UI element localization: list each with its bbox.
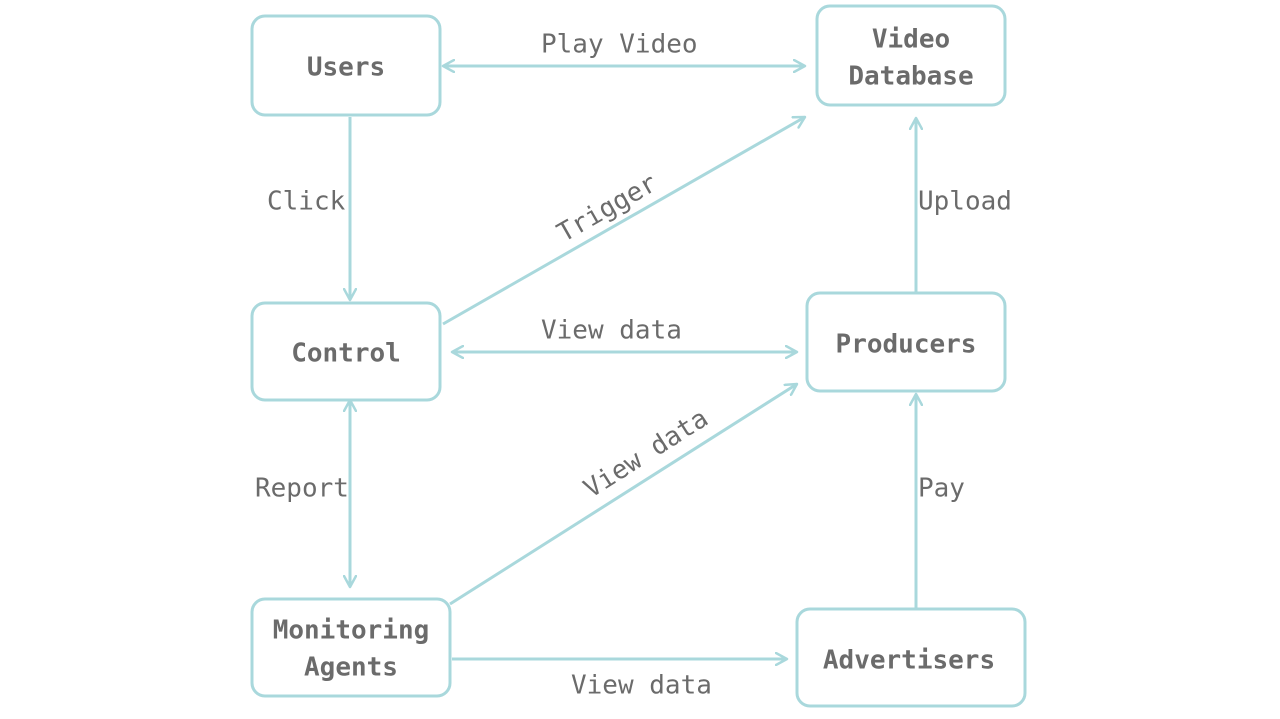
node-users: Users: [250, 14, 442, 117]
edge-pay-label: Pay: [918, 474, 965, 504]
node-users-label: Users: [307, 53, 385, 83]
node-video-database: Video Database: [815, 4, 1007, 107]
node-video-database-box: [815, 4, 1007, 107]
node-users-box: [250, 14, 442, 117]
edge-view-data-monitoring-advertisers-label: View data: [571, 671, 712, 701]
node-video-database-label-line1: Video: [872, 25, 950, 55]
edge-view-data-monitoring-producers-line: [449, 382, 797, 606]
edge-report: Report: [255, 400, 350, 587]
node-monitoring-agents: Monitoring Agents: [250, 597, 452, 698]
edge-view-data-control-producers: View data: [452, 316, 797, 353]
edge-trigger-line: [442, 115, 805, 326]
edge-play-video-label: Play Video: [541, 30, 698, 60]
edge-view-data-monitoring-producers: View data: [449, 382, 797, 606]
edge-upload-label: Upload: [918, 187, 1012, 217]
edge-view-data-monitoring-advertisers: View data: [452, 659, 787, 701]
edge-click-label: Click: [267, 187, 346, 217]
node-advertisers-label: Advertisers: [823, 646, 995, 676]
edge-pay: Pay: [916, 394, 965, 608]
edge-play-video: Play Video: [443, 30, 805, 67]
edge-view-data-monitoring-producers-label: View data: [579, 403, 714, 504]
node-control-box: [250, 301, 442, 402]
node-producers: Producers: [805, 291, 1007, 393]
node-video-database-label-line2: Database: [848, 62, 973, 92]
node-advertisers-box: [795, 607, 1027, 708]
node-control: Control: [250, 301, 442, 402]
edge-report-label: Report: [255, 474, 349, 504]
edge-click: Click: [267, 117, 350, 300]
node-monitoring-agents-label-line2: Agents: [304, 653, 398, 683]
node-monitoring-agents-box: [250, 597, 452, 698]
node-producers-label: Producers: [836, 330, 977, 360]
edge-upload: Upload: [916, 118, 1012, 292]
node-control-label: Control: [291, 339, 401, 369]
edge-view-data-control-producers-label: View data: [541, 316, 682, 346]
node-advertisers: Advertisers: [795, 607, 1027, 708]
node-producers-box: [805, 291, 1007, 393]
edge-trigger: Trigger: [442, 115, 805, 326]
node-monitoring-agents-label-line1: Monitoring: [273, 616, 430, 646]
